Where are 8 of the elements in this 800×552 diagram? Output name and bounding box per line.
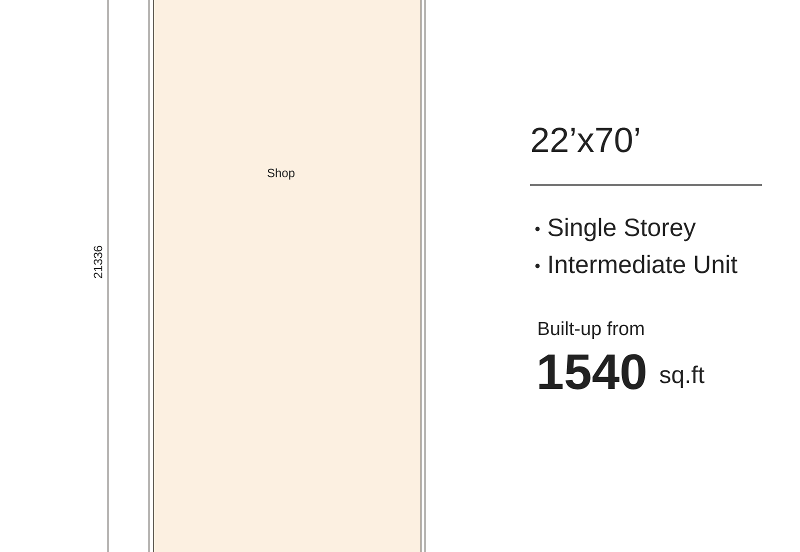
bullet-item: Single Storey [548,218,696,242]
area-caption: Built-up from [538,321,644,339]
area-value: 1540 [539,354,646,390]
bullet-item: Intermediate Unit [550,254,738,274]
room: Shop [148,0,426,552]
plot-size: 22’x70’ [532,128,639,152]
dimension-label: 21336 [94,246,102,278]
area-unit: sq.ft [660,366,704,388]
